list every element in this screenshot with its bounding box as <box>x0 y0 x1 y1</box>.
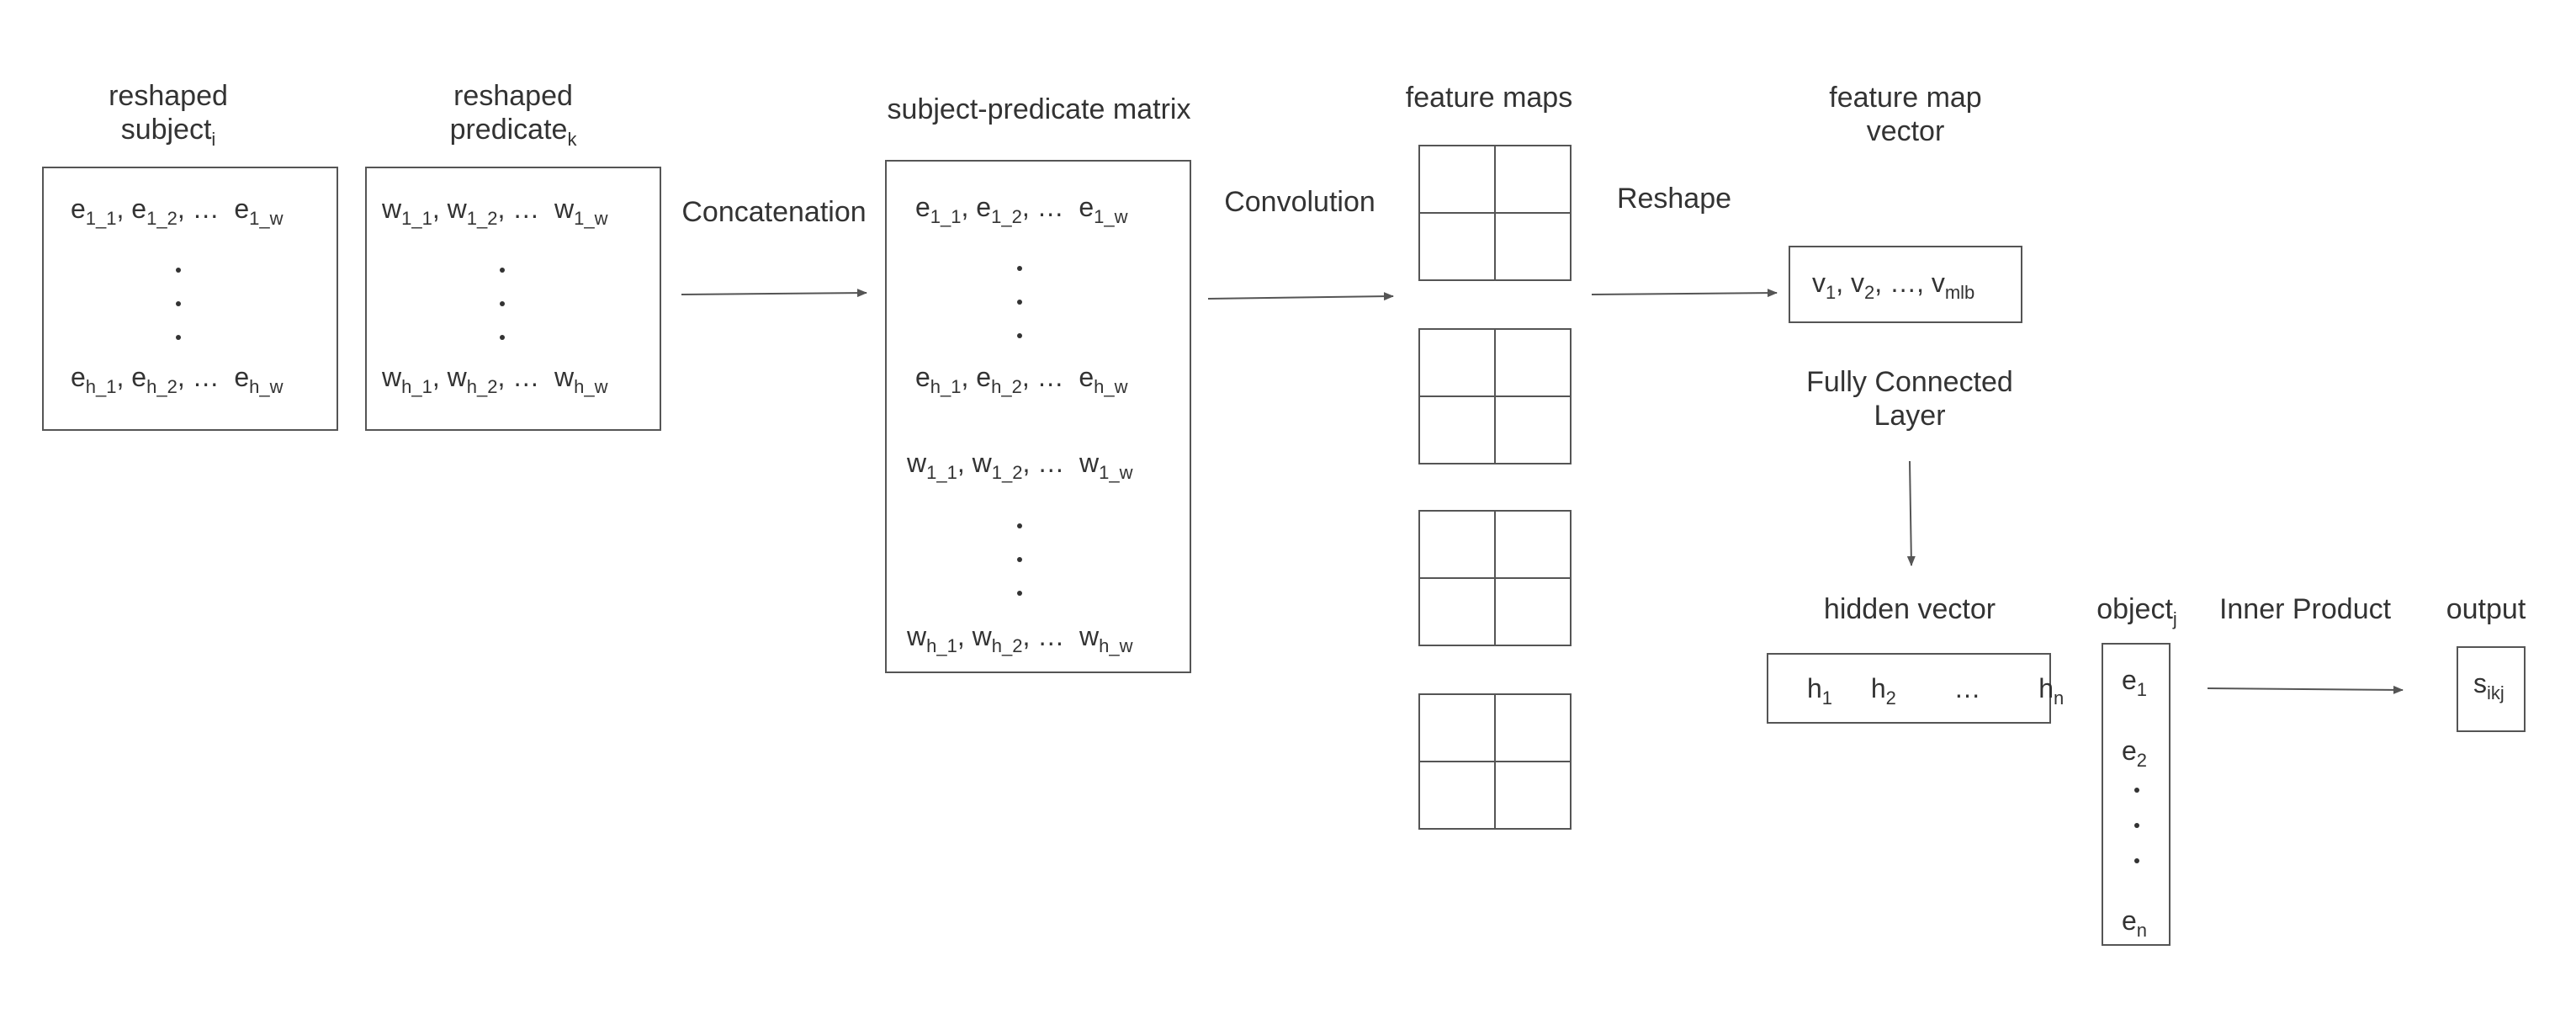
vertical-ellipsis-dot <box>1017 266 1022 271</box>
predicate-entry: w1_w <box>554 194 608 229</box>
combined-entry: wh_w <box>1079 621 1133 656</box>
vertical-ellipsis-dot <box>1017 557 1022 562</box>
arrow-convolution <box>1207 292 1394 301</box>
subject-predicate-matrix-box: e1_1, e1_2, … e1_w eh_1, eh_2, … eh_w w1… <box>885 160 1191 673</box>
subject-row-last: eh_1, eh_2, … eh_w <box>71 362 284 397</box>
ellipsis: … <box>1036 362 1064 392</box>
combined-entry: w1_w <box>1079 448 1133 483</box>
ellipsis: … <box>1036 192 1064 222</box>
output-label: output <box>2446 593 2526 625</box>
vertical-ellipsis-dot <box>2134 788 2139 793</box>
predicate-row-first: w1_1, w1_2, … w1_w <box>382 194 608 229</box>
vertical-ellipsis-dot <box>176 335 181 340</box>
arrow-inner-product <box>2207 685 2404 694</box>
object-entry: en <box>2122 905 2148 941</box>
arrow-reshape <box>1591 289 1778 298</box>
fully-connected-layer-label: Fully Connected Layer <box>1806 366 2013 432</box>
object-entry: e1 <box>2122 665 2148 700</box>
vertical-ellipsis-dot <box>1017 523 1022 528</box>
vertical-ellipsis-dot <box>2134 858 2139 863</box>
hidden-vector-label: hidden vector <box>1823 593 1996 625</box>
predicate-entry: wh_2 <box>447 362 498 397</box>
vector-entry: vmlb <box>1931 268 1975 303</box>
subject-entry: e1_w <box>234 194 284 229</box>
subject-row-first: e1_1, e1_2, … e1_w <box>71 194 284 229</box>
subject-matrix-box: e1_1, e1_2, … e1_w eh_1, eh_2, … eh_w <box>42 167 338 431</box>
ellipsis: … <box>192 362 220 392</box>
combined-entry: w1_1 <box>907 448 957 483</box>
combined-row-e-last: eh_1, eh_2, … eh_w <box>915 362 1128 397</box>
subject-predicate-matrix-label: subject-predicate matrix <box>887 93 1191 125</box>
hidden-entry: h1 <box>1807 673 1833 709</box>
hidden-entry: hn <box>2038 673 2065 709</box>
hidden-vector-box: h1 h2 … hn <box>1767 653 2064 724</box>
arrow-concatenation <box>681 289 867 298</box>
subject-entry: e1_1 <box>71 194 117 229</box>
object-entry: e2 <box>2122 735 2148 771</box>
output-box: sikj <box>2457 646 2526 732</box>
combined-entry: e1_2 <box>976 192 1022 227</box>
feature-map-vector-values: v1, v2, …, vmlb <box>1812 268 1975 303</box>
subject-entry: eh_1 <box>71 362 117 397</box>
predicate-entry: wh_1 <box>382 362 432 397</box>
combined-entry: wh_2 <box>972 621 1023 656</box>
ellipsis: … <box>1890 268 1917 298</box>
vertical-ellipsis-dot <box>500 268 505 273</box>
combined-row-w-last: wh_1, wh_2, … wh_w <box>907 621 1133 656</box>
combined-row-e-first: e1_1, e1_2, … e1_w <box>915 192 1128 227</box>
object-vector-box: e1 e2 en <box>2102 643 2171 946</box>
combined-entry: w1_2 <box>972 448 1023 483</box>
ellipsis: … <box>512 194 540 224</box>
hidden-vector-values: h1 h2 … hn <box>1807 671 2065 709</box>
combined-entry: eh_1 <box>915 362 962 397</box>
vertical-ellipsis-dot <box>176 301 181 306</box>
combined-row-w-first: w1_1, w1_2, … w1_w <box>907 448 1133 483</box>
feature-maps-label: feature maps <box>1405 82 1573 114</box>
predicate-entry: wh_w <box>554 362 608 397</box>
vertical-ellipsis-dot <box>500 301 505 306</box>
ellipsis: … <box>1953 673 1981 703</box>
vertical-ellipsis-dot <box>500 335 505 340</box>
vertical-ellipsis-dot <box>1017 591 1022 596</box>
vector-entry: v2 <box>1851 268 1875 303</box>
vector-entry: v1 <box>1812 268 1837 303</box>
ellipsis: … <box>192 194 220 224</box>
predicate-entry: w1_2 <box>447 194 498 229</box>
feature-map-vector-box: v1, v2, …, vmlb <box>1789 246 2022 323</box>
predicate-row-last: wh_1, wh_2, … wh_w <box>382 362 608 397</box>
combined-entry: eh_w <box>1079 362 1128 397</box>
vertical-ellipsis-dot <box>1017 333 1022 338</box>
reshaped-subject-label: reshaped subjecti <box>109 80 228 150</box>
ellipsis: … <box>512 362 540 392</box>
subject-entry: e1_2 <box>131 194 178 229</box>
combined-entry: e1_w <box>1079 192 1128 227</box>
subject-entry: eh_w <box>234 362 284 397</box>
convolution-label: Convolution <box>1224 186 1375 218</box>
reshape-label: Reshape <box>1616 183 1732 215</box>
vertical-ellipsis-dot <box>1017 300 1022 305</box>
ellipsis: … <box>1037 621 1065 651</box>
subject-entry: eh_2 <box>131 362 178 397</box>
vertical-ellipsis-dot <box>176 268 181 273</box>
combined-entry: wh_1 <box>907 621 957 656</box>
vertical-ellipsis-dot <box>2134 823 2139 828</box>
object-label: objectj <box>2096 593 2177 629</box>
arrow-fully-connected <box>1906 460 1916 566</box>
predicate-matrix-box: w1_1, w1_2, … w1_w wh_1, wh_2, … wh_w <box>365 167 661 431</box>
ellipsis: … <box>1037 448 1065 478</box>
combined-entry: eh_2 <box>976 362 1022 397</box>
combined-entry: e1_1 <box>915 192 962 227</box>
feature-map-vector-label: feature map vector <box>1829 82 1982 147</box>
inner-product-label: Inner Product <box>2218 593 2392 625</box>
reshaped-predicate-label: reshaped predicatek <box>449 80 577 150</box>
predicate-entry: w1_1 <box>382 194 432 229</box>
hidden-entry: h2 <box>1870 673 1896 709</box>
concatenation-label: Concatenation <box>681 196 867 228</box>
output-value: sikj <box>2473 668 2504 703</box>
